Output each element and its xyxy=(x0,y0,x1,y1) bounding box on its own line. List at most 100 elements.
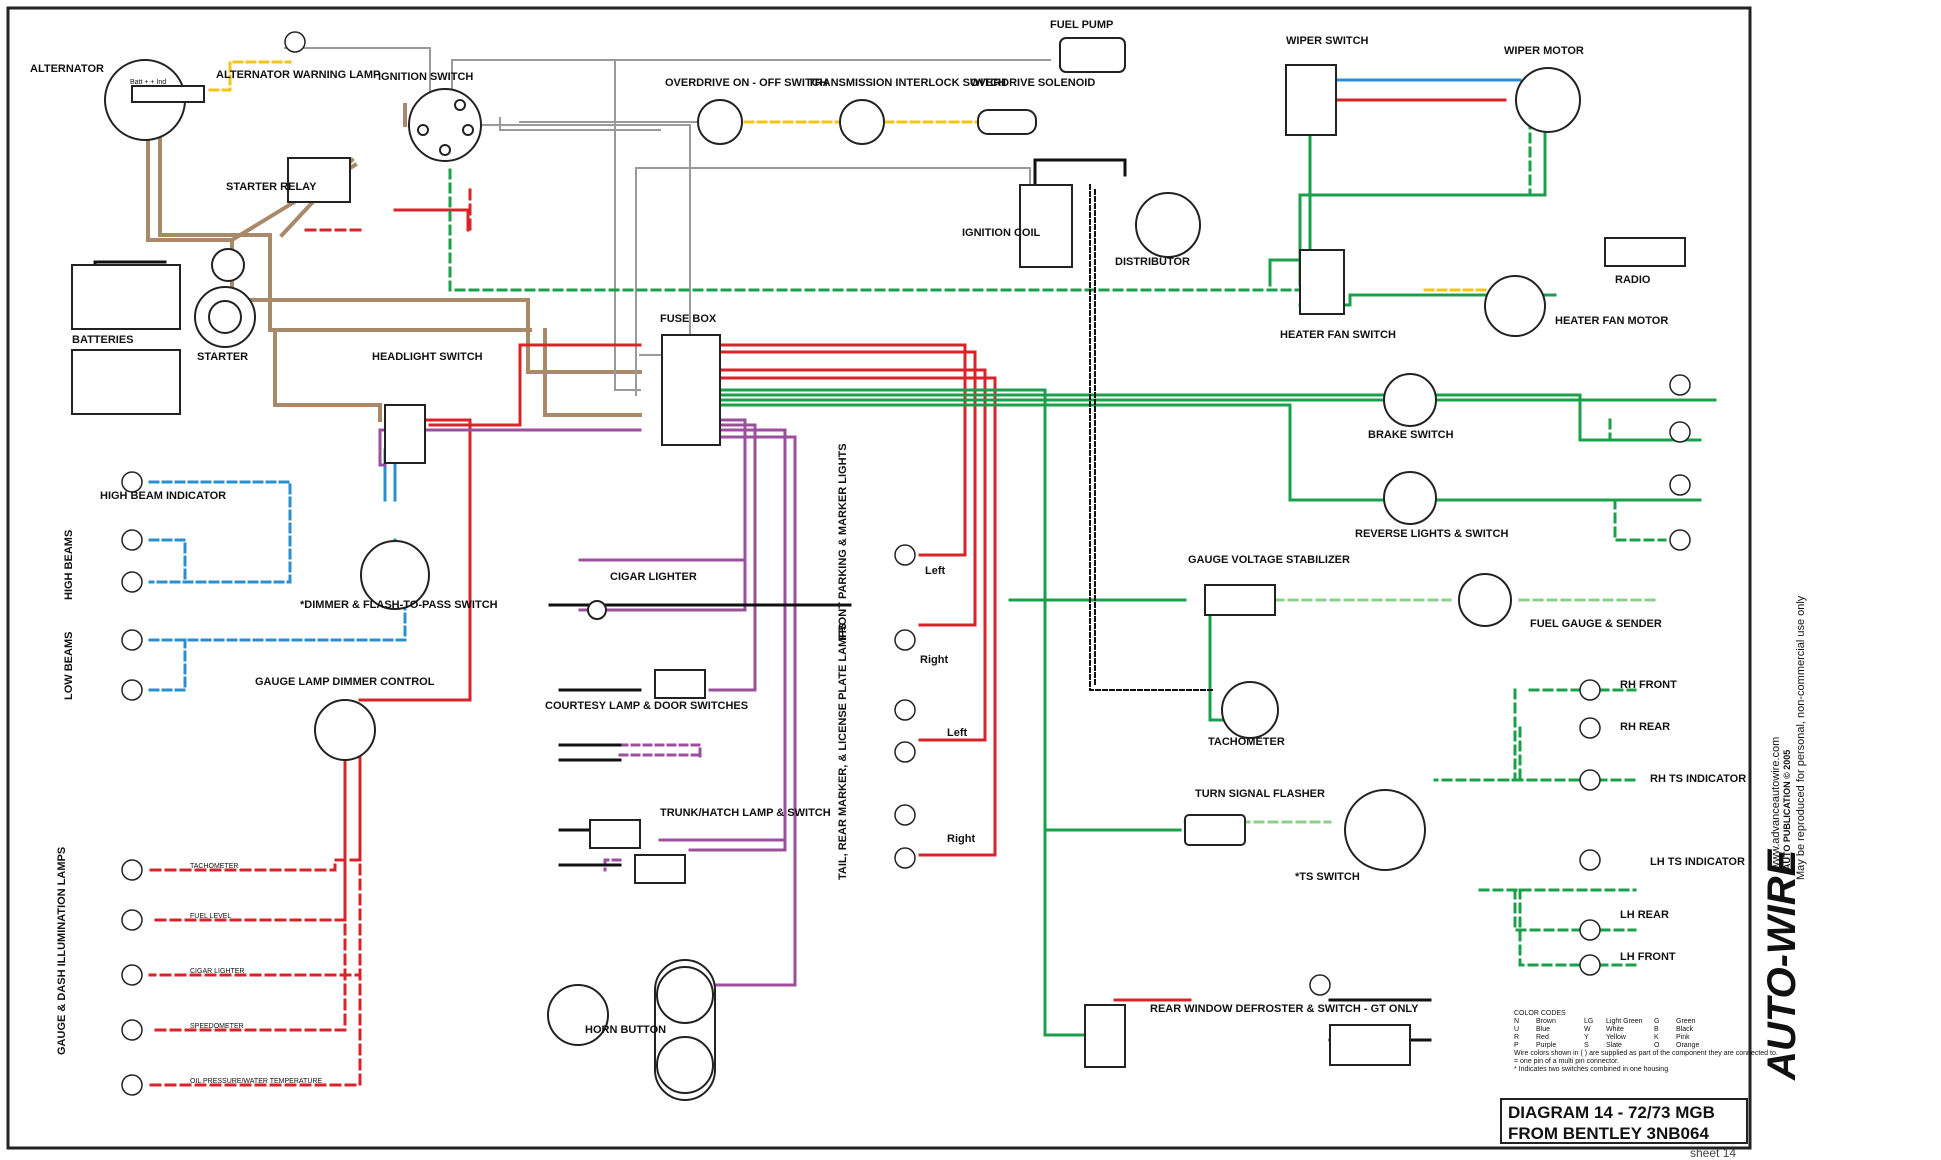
alternator-terminal-label: Batt + + Ind xyxy=(130,79,166,86)
lamp-group-left xyxy=(121,31,306,1096)
legend-cell: Light Green xyxy=(1606,1018,1643,1025)
alt-lamp-label: ALTERNATOR WARNING LAMP xyxy=(216,69,380,81)
legend-row: N Brown LG Light Green G Green xyxy=(1514,1018,1778,1026)
legend-cell: R xyxy=(1514,1034,1520,1041)
rh-rear-label: RH REAR xyxy=(1620,721,1670,733)
heater-fan-switch-label: HEATER FAN SWITCH xyxy=(1280,329,1396,341)
legend-cell: K xyxy=(1654,1034,1659,1041)
lamp-group-right xyxy=(1309,374,1691,996)
legend-row: P Purple S Slate O Orange xyxy=(1514,1042,1778,1050)
diagram-title: DIAGRAM 14 - 72/73 MGB xyxy=(1508,1103,1715,1122)
horn-button-label: HORN BUTTON xyxy=(585,1024,666,1036)
dimmer-switch-label: *DIMMER & FLASH-TO-PASS SWITCH xyxy=(300,599,498,611)
starter-relay-icon xyxy=(287,157,351,203)
legend-note: * Indicates two switches combined in one… xyxy=(1514,1066,1669,1073)
distributor-label: DISTRIBUTOR xyxy=(1115,256,1190,268)
gauge-dash-label: GAUGE & DASH ILLUMINATION LAMPS xyxy=(56,847,68,1055)
tachometer-icon xyxy=(1221,681,1279,739)
legend-cell: S xyxy=(1584,1042,1589,1049)
fuel-gauge-icon xyxy=(1458,573,1512,627)
headlight-switch-label: HEADLIGHT SWITCH xyxy=(372,351,483,363)
gauge-dimmer-label: GAUGE LAMP DIMMER CONTROL xyxy=(255,676,435,688)
rear-right-label: Right xyxy=(947,833,975,845)
battery-1-icon xyxy=(71,264,181,330)
courtesy-lamp-label: COURTESY LAMP & DOOR SWITCHES xyxy=(545,700,748,712)
overdrive-switch-label: OVERDRIVE ON - OFF SWITCH xyxy=(665,77,828,89)
defroster-grid-icon xyxy=(1329,1024,1411,1066)
fuse-box-icon xyxy=(661,334,721,446)
cigar-lamp-label: CIGAR LIGHTER xyxy=(190,968,244,975)
legend-cell: Green xyxy=(1676,1018,1696,1025)
legend-cell: N xyxy=(1514,1018,1520,1025)
side-license: May be reproduced for personal, non-comm… xyxy=(1795,595,1807,880)
legend-cell: P xyxy=(1514,1042,1519,1049)
fuel-pump-icon xyxy=(1059,37,1126,73)
radio-icon xyxy=(1604,237,1686,267)
purple-dashed-wires xyxy=(603,743,702,872)
heater-fan-motor-icon xyxy=(1484,275,1546,337)
green-dashed-wires xyxy=(448,118,1667,967)
batteries-label: BATTERIES xyxy=(72,334,134,346)
fuse-box-label: FUSE BOX xyxy=(660,313,717,325)
fuel-lamp-label: FUEL LEVEL xyxy=(190,913,231,920)
rh-front-label: RH FRONT xyxy=(1620,679,1677,691)
legend-cell: O xyxy=(1654,1042,1660,1049)
front-parking-label: FRONT PARKING & MARKER LIGHTS xyxy=(837,443,849,640)
legend-cell: G xyxy=(1654,1018,1660,1025)
rear-defroster-label: REAR WINDOW DEFROSTER & SWITCH - GT ONLY xyxy=(1150,1003,1419,1015)
wiper-switch-label: WIPER SWITCH xyxy=(1286,35,1369,47)
lh-rear-label: LH REAR xyxy=(1620,909,1669,921)
fuel-pump-label: FUEL PUMP xyxy=(1050,19,1113,31)
battery-2-icon xyxy=(71,349,181,415)
gauge-dimmer-icon xyxy=(314,699,376,761)
reverse-switch-label: REVERSE LIGHTS & SWITCH xyxy=(1355,528,1508,540)
frame xyxy=(6,6,1752,1150)
overdrive-switch-icon xyxy=(697,99,743,145)
headlight-switch-icon xyxy=(384,404,426,464)
legend-cell: Slate xyxy=(1606,1042,1622,1049)
legend-cell: LG xyxy=(1584,1018,1594,1025)
lamp-group-mid xyxy=(894,544,916,869)
legend-cell: Purple xyxy=(1536,1042,1557,1049)
ignition-switch-label: IGNITION SWITCH xyxy=(378,71,473,83)
lh-ts-label: LH TS INDICATOR xyxy=(1650,856,1745,868)
wiper-switch-icon xyxy=(1285,64,1337,136)
yellow-dashed-wires xyxy=(208,60,1487,292)
overdrive-solenoid-label: OVERDRIVE SOLENOID xyxy=(970,77,1095,89)
ts-switch-label: *TS SWITCH xyxy=(1295,871,1360,883)
rear-left-label: Left xyxy=(947,727,968,739)
reverse-switch-icon xyxy=(1383,471,1437,525)
wiper-motor-icon xyxy=(1515,67,1581,133)
defroster-switch-icon xyxy=(1084,1004,1126,1068)
diagram-title-box: DIAGRAM 14 - 72/73 MGB FROM BENTLEY 3NB0… xyxy=(1500,1098,1748,1144)
ts-switch-icon xyxy=(1344,789,1426,871)
cigar-lighter-icon xyxy=(587,600,607,620)
brake-switch-label: BRAKE SWITCH xyxy=(1368,429,1454,441)
trans-interlock-switch-icon xyxy=(839,99,885,145)
red-dashed-wires xyxy=(148,188,472,1087)
legend-notes: Wire colors shown in ( ) are supplied as… xyxy=(1514,1050,1778,1074)
red-wires xyxy=(358,98,1507,1002)
legend-cell: Orange xyxy=(1676,1042,1700,1049)
high-beam-indicator-label: HIGH BEAM INDICATOR xyxy=(100,490,226,502)
tach-lamp-label: TACHOMETER xyxy=(190,863,238,870)
gauge-stabilizer-icon xyxy=(1204,584,1276,616)
green-wires xyxy=(698,98,1717,1037)
legend-cell: Brown xyxy=(1536,1018,1556,1025)
legend-cell: Y xyxy=(1584,1034,1589,1041)
diagram-subtitle: FROM BENTLEY 3NB064 xyxy=(1508,1124,1709,1143)
sheet-label: sheet 14 xyxy=(1690,1146,1737,1160)
legend-cell: White xyxy=(1606,1026,1624,1033)
legend-heading: COLOR CODES xyxy=(1514,1010,1566,1017)
fuel-gauge-label: FUEL GAUGE & SENDER xyxy=(1530,618,1662,630)
legend-cell: Yellow xyxy=(1606,1034,1626,1041)
starter-label: STARTER xyxy=(197,351,248,363)
legend-note: Wire colors shown in ( ) are supplied as… xyxy=(1514,1050,1778,1057)
turn-flasher-icon xyxy=(1184,814,1246,846)
legend-cell: Blue xyxy=(1536,1026,1551,1033)
heater-fan-switch-icon xyxy=(1299,249,1345,315)
black-dashed-wires xyxy=(1089,184,1216,691)
front-right-label: Right xyxy=(920,654,948,666)
